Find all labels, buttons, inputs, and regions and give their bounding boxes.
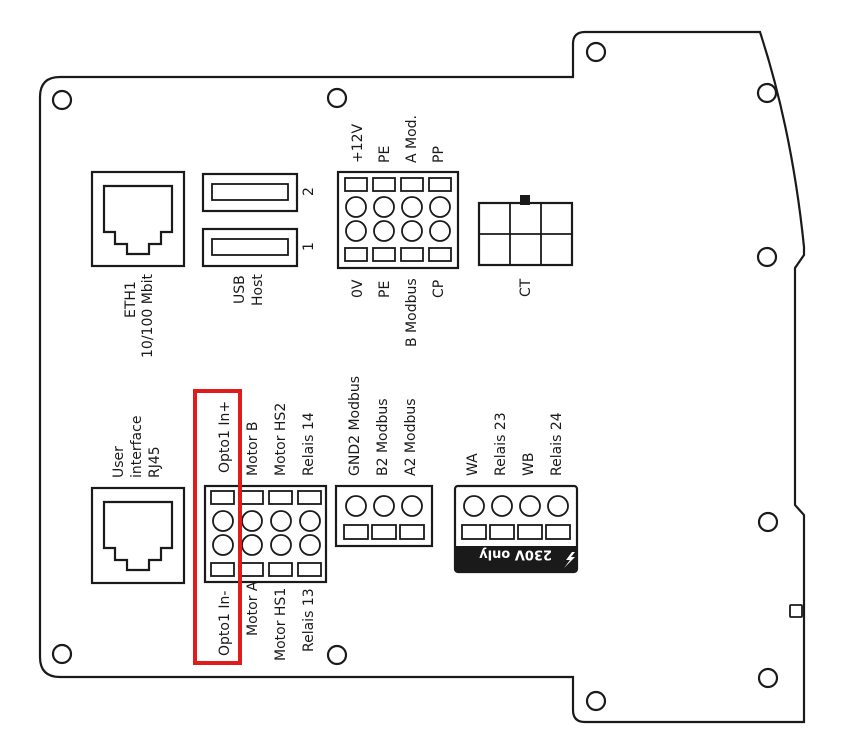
- mounting-hole: [51, 89, 73, 111]
- power-bottom-label: PE: [377, 281, 393, 298]
- usb-port-2-label: 2: [301, 187, 317, 196]
- mounting-hole: [756, 82, 778, 104]
- user-interface-connector: [90, 486, 186, 585]
- eth1-spec-label: 10/100 Mbit: [140, 273, 156, 358]
- modbus-connector: [334, 484, 434, 548]
- power-top-label: A Mod.: [404, 115, 420, 163]
- relay-label: WA: [465, 453, 481, 476]
- usb-port-1-label: 1: [301, 242, 317, 251]
- user-interface-label: interface: [129, 416, 145, 478]
- motor-bottom-label: Motor HS1: [273, 588, 289, 661]
- relay-label: WB: [521, 453, 537, 476]
- mounting-hole: [326, 644, 348, 666]
- power-bottom-label: 0V: [350, 279, 366, 298]
- motor-top-label: Motor B: [245, 421, 261, 476]
- ct-connector: [477, 195, 574, 267]
- mounting-hole: [757, 511, 779, 533]
- mounting-hole: [326, 87, 348, 109]
- mounting-hole: [585, 41, 607, 63]
- relay-label: Relais 24: [549, 412, 565, 476]
- modbus-label: B2 Modbus: [375, 398, 391, 476]
- mounting-hole: [756, 246, 778, 268]
- lightning-bolt-icon: [564, 552, 575, 568]
- mounting-hole: [757, 667, 779, 689]
- power-top-label: +12V: [350, 123, 366, 163]
- motor-connector: [203, 484, 328, 584]
- relay-warning-text: 230V only: [479, 547, 552, 562]
- modbus-label: GND2 Modbus: [347, 376, 363, 476]
- usb-name-label: USB: [232, 275, 248, 304]
- power-bottom-label: CP: [431, 280, 447, 298]
- power-connector: [336, 170, 460, 270]
- motor-bottom-label: Motor A: [245, 581, 261, 636]
- power-bottom-label: B Modbus: [404, 278, 420, 347]
- motor-top-label: Motor HS2: [273, 403, 289, 476]
- motor-bottom-label: Relais 13: [301, 588, 317, 652]
- ct-label: CT: [518, 278, 534, 297]
- indicator-slot: [789, 604, 803, 618]
- motor-top-label: Opto1 In+: [217, 401, 233, 473]
- user-interface-label: User: [111, 446, 127, 478]
- motor-bottom-label: Opto1 In-: [217, 591, 233, 656]
- relay-label: Relais 23: [493, 412, 509, 476]
- power-top-label: PE: [377, 146, 393, 163]
- board-outline: [38, 30, 806, 724]
- modbus-label: A2 Modbus: [403, 398, 419, 476]
- usb-host-ports: [201, 172, 299, 268]
- eth1-connector: [90, 170, 186, 268]
- relay-connector: [453, 484, 579, 574]
- eth1-name-label: ETH1: [123, 281, 139, 318]
- power-top-label: PP: [431, 146, 447, 163]
- mounting-hole: [51, 643, 73, 665]
- mounting-hole: [585, 690, 607, 712]
- motor-top-label: Relais 14: [301, 412, 317, 476]
- warning-badge: [455, 546, 577, 572]
- usb-host-label: Host: [250, 274, 266, 306]
- user-interface-label: RJ45: [147, 446, 163, 478]
- opto1-highlight: [193, 389, 242, 665]
